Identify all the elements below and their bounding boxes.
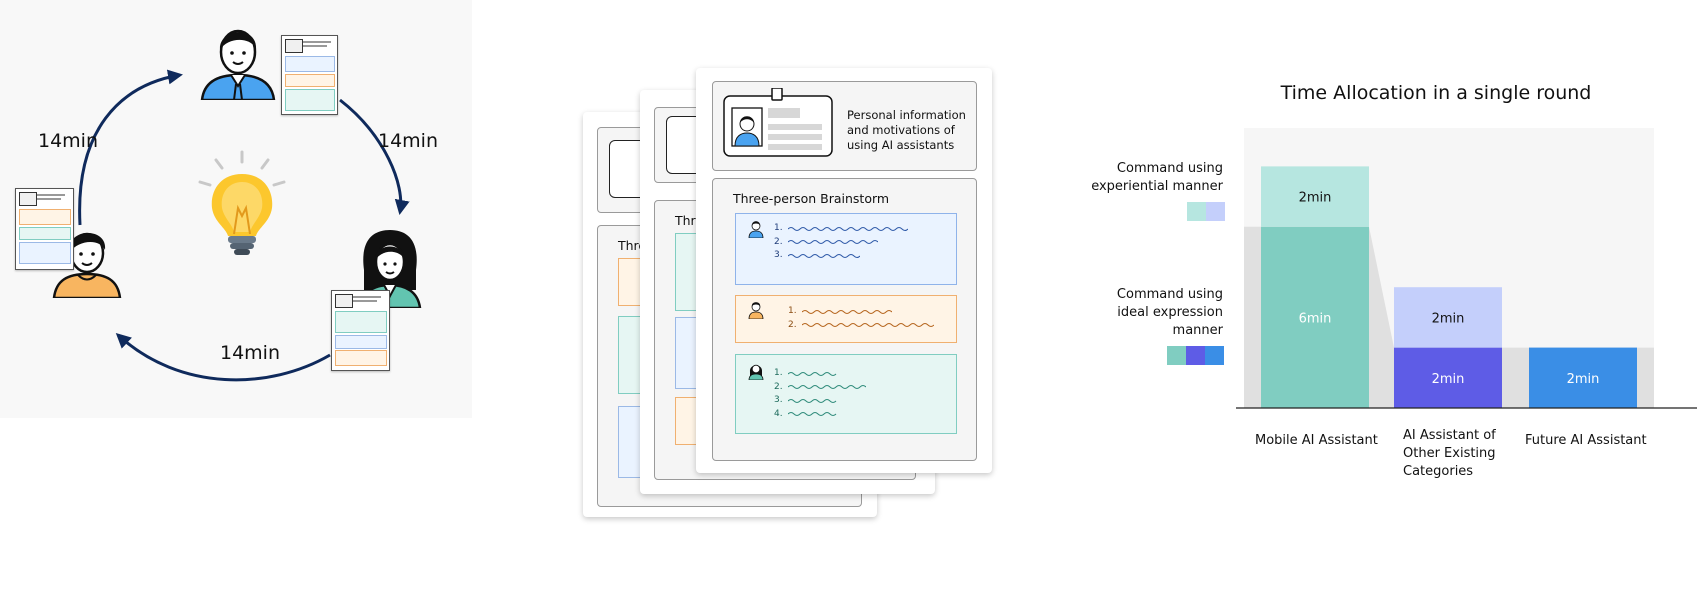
duration-label-left: 14min	[38, 130, 99, 152]
list-item: 2.	[788, 319, 934, 333]
bar-segment	[1394, 287, 1502, 348]
legend-swatch	[1205, 346, 1224, 365]
list-item: 2.	[774, 381, 866, 395]
list-item: 1.	[788, 305, 934, 319]
legend-swatch	[1206, 202, 1225, 221]
list-item: 3.	[774, 394, 866, 408]
note-green: 1. 2. 3. 4.	[735, 354, 957, 434]
participant-teal-icon	[748, 364, 764, 380]
bar-segment	[1394, 347, 1502, 408]
list-item: 1.	[774, 222, 908, 236]
bar-segment-label: 2min	[1432, 311, 1465, 326]
arrow-top-to-right	[339, 98, 410, 215]
note-blue: 1. 2. 3.	[735, 213, 957, 285]
lightbulb-icon	[198, 150, 286, 255]
note-orange: 1. 2.	[735, 295, 957, 343]
duration-label-right: 14min	[378, 130, 439, 152]
bar-segment-label: 2min	[1432, 372, 1465, 387]
person-orange-icon	[52, 232, 122, 298]
person-blue-icon	[200, 29, 276, 100]
bar-segment	[1529, 347, 1637, 408]
arrow-left-to-top	[78, 69, 183, 226]
profile-info-text: Personal information and motivations of …	[847, 108, 966, 152]
bar-segment-label: 6min	[1299, 311, 1332, 326]
bar-segment-label: 2min	[1567, 372, 1600, 387]
participant-blue-icon	[748, 221, 764, 238]
brainstorm-sheet-front: Personal information and motivations of …	[696, 68, 992, 473]
list-item: 2.	[774, 236, 908, 250]
bar-segment	[1261, 166, 1369, 227]
section-title-back: Thre	[618, 238, 647, 253]
note-blue-list: 1. 2. 3.	[774, 222, 908, 263]
bar-segment-label: 2min	[1299, 191, 1332, 206]
note-orange-list: 1. 2.	[788, 305, 934, 332]
list-item: 4.	[774, 408, 866, 422]
arrow-right-to-left	[115, 332, 331, 382]
legend-swatch	[1167, 346, 1186, 365]
category-label: Future AI Assistant	[1525, 433, 1647, 448]
rotation-cycle-panel: 14min 14min 14min	[0, 0, 472, 418]
brainstorm-title: Three-person Brainstorm	[733, 191, 890, 206]
person-teal-icon	[358, 230, 422, 308]
id-badge-icon	[723, 88, 833, 157]
legend-swatch	[1187, 202, 1206, 221]
chart-title: Time Allocation in a single round	[1280, 82, 1592, 104]
note-green-list: 1. 2. 3. 4.	[774, 367, 866, 421]
profile-box-front: Personal information and motivations of …	[712, 81, 977, 171]
list-item: 1.	[774, 367, 866, 381]
cycle-arrows	[78, 69, 410, 382]
profile-sheet-thumbnail-left	[15, 188, 74, 270]
profile-sheet-thumbnail-top	[281, 35, 338, 115]
category-label: Mobile AI Assistant	[1255, 433, 1378, 448]
legend-swatch	[1186, 346, 1205, 365]
brainstorm-box-front: Three-person Brainstorm 1. 2. 3.	[712, 178, 977, 461]
list-item: 3.	[774, 249, 908, 263]
participant-orange-icon	[748, 302, 764, 319]
duration-label-bottom: 14min	[220, 342, 281, 364]
bar-segment	[1261, 226, 1369, 408]
chart-canvas: Time Allocation in a single round 6min 2mi…	[1236, 82, 1697, 409]
profile-sheet-thumbnail-right	[331, 290, 390, 371]
